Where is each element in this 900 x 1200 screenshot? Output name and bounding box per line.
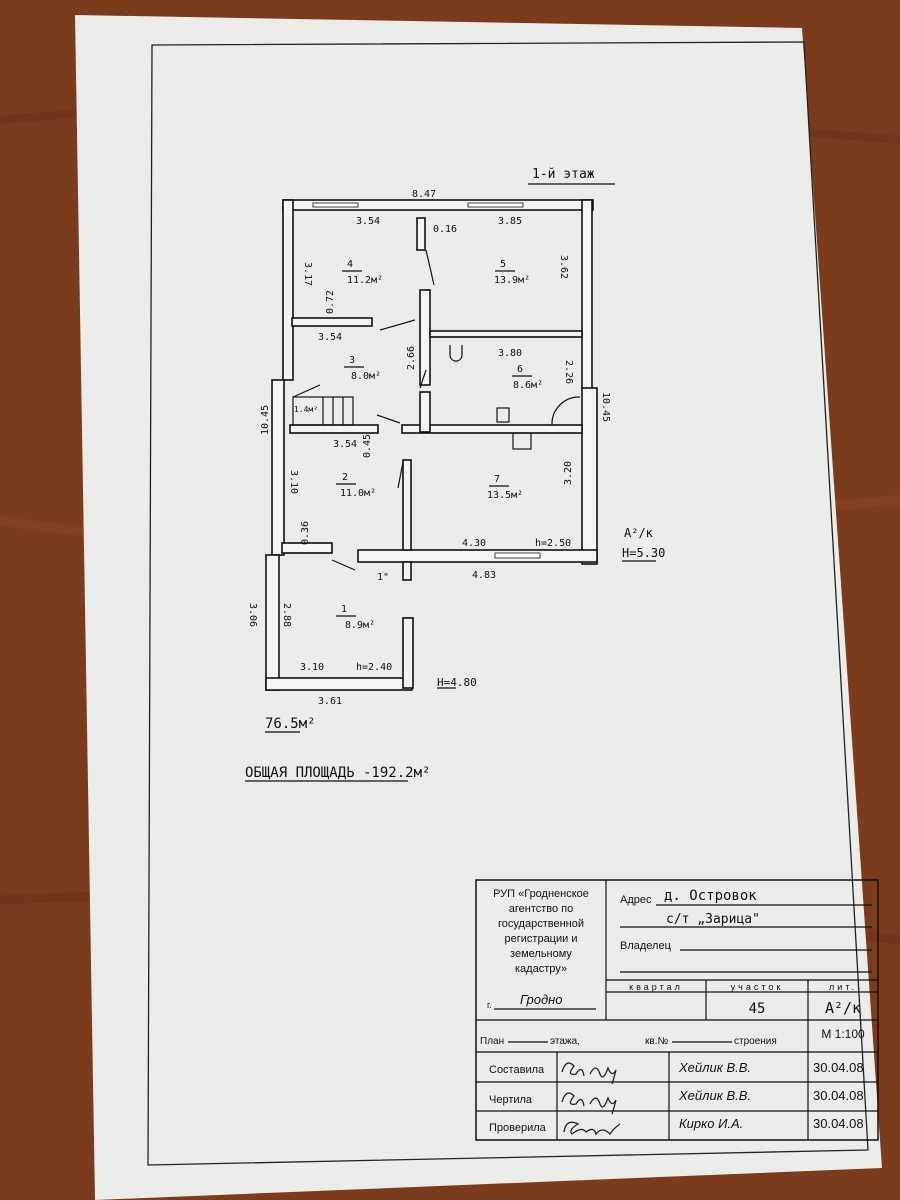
svg-text:2: 2 [342,472,348,483]
dim: 3.20 [563,461,574,485]
litera-label: А²/к [624,526,654,540]
room-labels: 1 8.9м² 2 11.0м² 3 8.0м² 4 11.2м² 5 13.9м² 6 8… [294,259,543,631]
dim: 10.45 [260,405,271,435]
svg-text:Хейлик В.В.: Хейлик В.В. [678,1060,751,1075]
room-4: 4 11.2м² [342,259,383,286]
paper-sheet [75,15,882,1200]
owner-label: Владелец [620,940,672,952]
total-area: ОБЩАЯ ПЛОЩАДЬ -192.2м² [245,765,430,781]
apt-label: кв.№ [645,1036,668,1047]
svg-text:8.6м²: 8.6м² [513,380,543,391]
floor-label: этажа, [550,1036,580,1047]
svg-text:13.9м²: 13.9м² [494,275,530,286]
stair-area: 1.4м² [294,405,318,414]
dim: 3.06 [247,603,258,627]
scale: М 1:100 [821,1027,865,1041]
plan-label: План [480,1036,504,1047]
svg-text:11.2м²: 11.2м² [347,275,383,286]
uchastok-label: участок [731,982,784,992]
dim: 2.66 [406,346,417,370]
svg-text:8.9м²: 8.9м² [345,620,375,631]
kvartal-label: квартал [629,982,683,992]
signatures [561,1062,621,1136]
staircase [292,384,354,426]
dim: 3.80 [498,348,522,359]
svg-text:13.5м²: 13.5м² [487,490,523,501]
address-line1: д. Островок [664,888,757,904]
svg-text:6: 6 [517,364,523,375]
svg-text:Проверила: Проверила [489,1122,547,1134]
signature-rows: Составила Хейлик В.В. 30.04.08 Чертила Х… [489,1060,864,1134]
dim: h=2.50 [535,538,571,549]
dim: 3.54 [333,439,357,450]
uchastok-value: 45 [749,1001,766,1017]
dim: 3.10 [300,662,324,673]
svg-text:7: 7 [494,474,500,485]
title-block: РУП «Гродненское агентство по государств… [475,879,879,1141]
room-3: 3 8.0м² [344,355,381,382]
dim: 3.61 [318,696,342,707]
room-5: 5 13.9м² [494,259,530,286]
svg-text:Кирко И.А.: Кирко И.А. [679,1116,743,1131]
dim: h=2.40 [356,662,392,673]
svg-text:8.0м²: 8.0м² [351,371,381,382]
dim: 4.30 [462,538,486,549]
lit-label: лит. [829,982,857,992]
room-1: 1 8.9м² [336,604,375,631]
dim: 1" [377,572,389,583]
address-label: Адрес [620,894,652,906]
svg-text:1: 1 [341,604,347,615]
svg-text:4: 4 [347,259,353,270]
dim: 2.88 [281,603,292,627]
lit-value: А²/к [825,999,861,1017]
floor-title: 1-й этаж [532,167,595,182]
room-7: 7 13.5м² [487,474,523,501]
dim: 0.16 [433,224,457,235]
dim: 3.17 [302,262,313,286]
svg-text:30.04.08: 30.04.08 [813,1116,864,1131]
dim: 3.85 [498,216,522,227]
building-label: строения [734,1036,777,1047]
dim: 8.47 [412,189,436,200]
dim: 3.54 [318,332,342,343]
floor-area: 76.5м² [265,716,316,732]
svg-text:5: 5 [500,259,506,270]
room-2: 2 11.0м² [336,472,376,499]
dim: H=4.80 [437,676,477,689]
height-label: H=5.30 [622,546,665,560]
dimension-labels: 8.47 3.54 3.85 0.16 3.17 3.62 0.72 3.54 … [247,189,611,707]
dim: 3.54 [356,216,380,227]
dim: 3.62 [558,255,569,279]
dim: 2.26 [563,360,574,384]
svg-text:кадастру»: кадастру» [515,963,567,975]
dim: 0.36 [300,521,311,545]
city: Гродно [520,992,563,1007]
floor-plan-walls [265,199,598,691]
svg-text:3: 3 [349,355,355,366]
address-line2: с/т „Зарица" [666,912,760,927]
svg-text:регистрации и: регистрации и [505,933,578,945]
svg-text:30.04.08: 30.04.08 [813,1060,864,1075]
organization-name: РУП «Гродненское агентство по государств… [493,888,589,975]
dim: 10.45 [600,392,611,422]
svg-text:государственной: государственной [498,918,584,930]
svg-text:Составила: Составила [489,1064,545,1076]
svg-text:земельному: земельному [510,948,572,960]
dim: 3.10 [288,470,299,494]
svg-text:агентство по: агентство по [509,903,574,915]
page-frame [147,41,869,1166]
dim: 0.45 [362,434,373,458]
svg-text:Чертила: Чертила [489,1094,533,1106]
svg-text:30.04.08: 30.04.08 [813,1088,864,1103]
city-prefix: г. [487,1000,492,1010]
svg-text:11.0м²: 11.0м² [340,488,376,499]
dim: 0.72 [325,290,336,314]
svg-text:Хейлик В.В.: Хейлик В.В. [678,1088,751,1103]
dim: 4.83 [472,570,496,581]
room-6: 6 8.6м² [512,364,543,391]
svg-text:РУП «Гродненское: РУП «Гродненское [493,888,589,900]
